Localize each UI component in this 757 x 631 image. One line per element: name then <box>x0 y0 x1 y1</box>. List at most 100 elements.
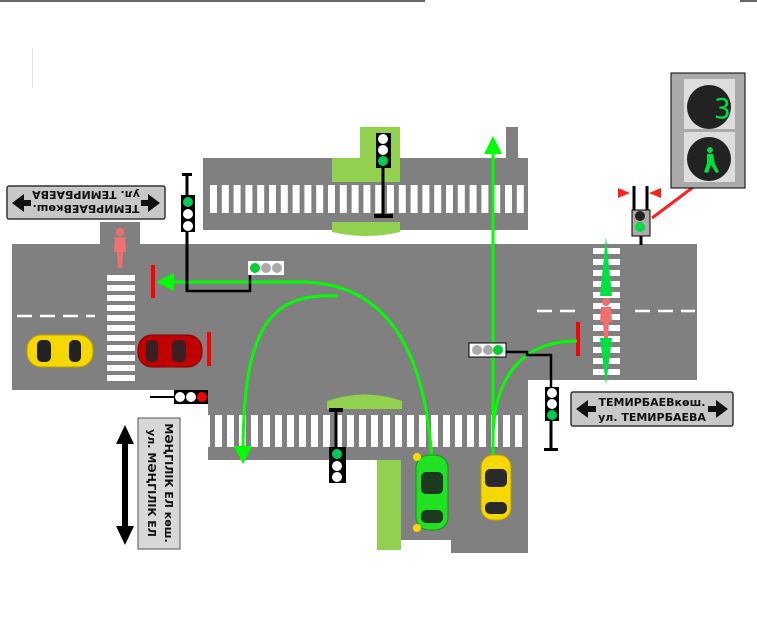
traffic-light-south <box>329 408 346 483</box>
pedestrian-signal-callout: 3 <box>670 72 746 189</box>
crosswalk-stripe <box>351 185 359 213</box>
crosswalk-stripe <box>505 185 512 213</box>
crosswalk-stripe <box>469 185 477 213</box>
highlight-arrows-icon <box>618 188 661 198</box>
turn-signal-icon <box>413 453 421 461</box>
vehicle-paths <box>156 136 578 464</box>
crosswalk-stripe <box>395 415 402 447</box>
crosswalk-stripe <box>339 185 347 213</box>
crosswalk-stripe <box>107 295 135 301</box>
crosswalk-stripe <box>107 345 135 351</box>
crosswalk-stripe <box>299 415 306 447</box>
street-sign-temirbaev-east: ТЕМИРБАЕВкөш. ул. ТЕМИРБАЕВА <box>570 391 734 427</box>
crosswalk-stripe <box>328 185 335 213</box>
traffic-light-west <box>181 173 284 293</box>
sign-line-2: ул. ТЕМИРБАЕВА <box>32 188 140 201</box>
crosswalk-stripe <box>515 415 522 447</box>
crosswalk-stripe <box>375 185 383 213</box>
crosswalk-stripe <box>443 415 450 447</box>
path-u-curve <box>234 294 339 464</box>
sign-line-1: ТЕМИРБАЕВкөш. <box>599 396 706 409</box>
crosswalk-stripe <box>422 185 430 213</box>
crosswalk-stripe <box>479 415 486 447</box>
pedestrian-icon-west <box>114 228 126 268</box>
street-sign-mangilik-el: МӘҢГІЛІК ЕЛ көш. ул. МӘҢГІЛІК ЕЛ <box>116 417 181 550</box>
crosswalk-stripe <box>493 185 501 213</box>
arrow-up-down-icon <box>116 425 134 545</box>
crosswalk-north <box>210 185 524 213</box>
crosswalk-stripe <box>107 285 135 291</box>
arrow-right-icon <box>12 194 31 212</box>
stop-lines <box>151 265 580 366</box>
crosswalk-stripe <box>221 185 229 213</box>
crosswalk-stripe <box>263 415 270 447</box>
crosswalk-stripe <box>107 375 135 381</box>
pedestrian-icon-east <box>600 298 612 338</box>
traffic-light-west-bottom <box>150 390 208 404</box>
crosswalk-stripe <box>107 365 135 371</box>
crosswalk-stripe <box>251 415 258 447</box>
lane-markings <box>17 309 695 318</box>
crosswalk-stripe <box>107 335 135 341</box>
top-border-right <box>740 0 757 2</box>
crosswalk-stripe <box>203 415 210 447</box>
path-left-turn <box>156 273 434 463</box>
sign-line-2: ул. МӘҢГІЛІК ЕЛ <box>145 429 158 537</box>
crosswalk-stripe <box>304 185 312 213</box>
street-sign-temirbaev-west: ТЕМИРБАЕВкөш. ул. ТЕМИРБАЕВА <box>6 185 166 220</box>
crosswalk-stripe <box>107 275 135 281</box>
sign-line-1: МӘҢГІЛІК ЕЛ көш. <box>162 423 175 542</box>
crosswalk-stripe <box>359 415 366 447</box>
crosswalk-stripe <box>107 355 135 361</box>
crosswalk-stripe <box>257 185 265 213</box>
crosswalk-stripe <box>316 185 324 213</box>
cursor-mark <box>32 48 33 88</box>
crosswalk-stripe <box>431 415 438 447</box>
crosswalk-stripe <box>107 315 135 321</box>
crosswalk-stripe <box>481 185 489 213</box>
car-yellow-south <box>480 454 512 521</box>
arrow-right-icon <box>708 400 728 418</box>
crosswalk-stripe <box>292 185 300 213</box>
crosswalk-stripe <box>398 185 406 213</box>
pedestrian-traffic-light <box>618 180 701 245</box>
crosswalk-stripe <box>323 415 330 447</box>
crosswalk-stripe <box>335 415 342 447</box>
crosswalk-stripe <box>455 415 462 447</box>
crosswalk-stripe <box>593 380 620 386</box>
crosswalk-stripe <box>269 185 276 213</box>
crosswalk-stripe <box>233 185 241 213</box>
countdown-digit: 3 <box>714 92 731 125</box>
turn-signal-icon <box>413 524 421 532</box>
crosswalk-stripe <box>593 303 620 309</box>
sign-line-1: ТЕМИРБАЕВкөш. <box>33 202 140 215</box>
crosswalk-stripe <box>410 185 418 213</box>
traffic-light-east <box>468 342 559 451</box>
crosswalk-stripe <box>210 185 217 213</box>
pedestrian-crossing-arrow <box>600 237 612 385</box>
car-red-west <box>137 334 203 368</box>
crosswalk-stripe <box>457 185 465 213</box>
sign-line-2: ул. ТЕМИРБАЕВА <box>598 411 706 424</box>
crosswalk-stripe <box>363 185 371 213</box>
crosswalk-stripe <box>227 415 234 447</box>
crosswalk-south <box>203 415 522 447</box>
crosswalk-stripe <box>347 415 354 447</box>
crosswalk-stripe <box>107 305 135 311</box>
crosswalk-stripe <box>387 185 394 213</box>
arrow-left-icon <box>576 400 596 418</box>
crosswalk-west <box>107 275 135 381</box>
crosswalk-stripe <box>275 415 282 447</box>
crosswalk-stripe <box>311 415 318 447</box>
path-right-turn <box>491 339 578 441</box>
crosswalk-stripe <box>419 415 426 447</box>
car-yellow-west <box>26 334 94 368</box>
crosswalk-stripe <box>407 415 414 447</box>
crosswalk-stripe <box>371 415 378 447</box>
crosswalk-stripe <box>467 415 474 447</box>
crosswalk-stripe <box>446 185 453 213</box>
crosswalk-stripe <box>280 185 288 213</box>
crosswalk-stripe <box>516 185 524 213</box>
